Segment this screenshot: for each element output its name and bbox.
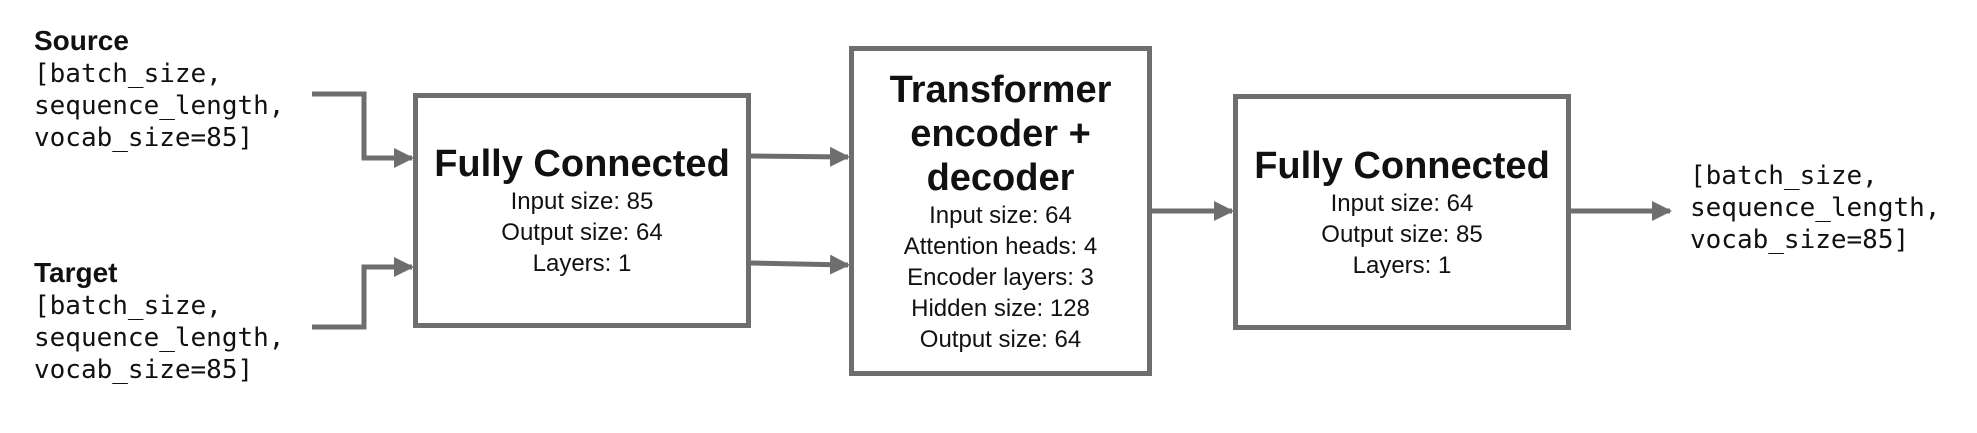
fc-in-param: Output size: 64 [501, 219, 663, 246]
source-shape-line: sequence_length, [34, 91, 285, 121]
transformer-param: Input size: 64 [929, 201, 1072, 229]
source-shape-line: vocab_size=85] [34, 123, 254, 153]
target-shape-line: vocab_size=85] [34, 355, 254, 385]
source-title: Source [34, 25, 129, 56]
fc-out-param: Input size: 64 [1330, 189, 1474, 217]
target-shape-line: sequence_length, [34, 323, 285, 353]
output-shape-line: sequence_length, [1690, 193, 1941, 223]
fc-in-to-transformer-upper-arrow [750, 146, 850, 167]
transformer-title-line: decoder [926, 156, 1075, 199]
output-shape-line: [batch_size, [1690, 161, 1878, 191]
transformer-param: Encoder layers: 3 [907, 263, 1094, 291]
fc-in-title: Fully Connected [434, 143, 730, 185]
output-shape-line: vocab_size=85] [1690, 225, 1910, 255]
fc-in-param: Input size: 85 [510, 188, 654, 215]
fc-out-param: Output size: 85 [1321, 220, 1483, 248]
fc-out-title: Fully Connected [1254, 144, 1550, 187]
fully-connected-input-block: Fully Connected Input size: 85 Output si… [413, 93, 751, 328]
source-input-label: Source [batch_size, sequence_length, voc… [34, 24, 284, 154]
fc-in-param: Layers: 1 [532, 250, 632, 277]
transformer-param: Output size: 64 [919, 325, 1082, 353]
transformer-title-line: encoder + [910, 112, 1091, 155]
fc-in-to-transformer-lower-arrow [750, 254, 850, 275]
target-to-fc-in-arrow [312, 257, 414, 330]
output-shape-label: [batch_size, sequence_length, vocab_size… [1690, 160, 1940, 256]
fully-connected-output-block: Fully Connected Input size: 64 Output si… [1233, 94, 1571, 330]
fc-out-param: Layers: 1 [1352, 251, 1452, 279]
source-shape-line: [batch_size, [34, 59, 222, 89]
transformer-param: Hidden size: 128 [911, 294, 1090, 322]
target-shape-line: [batch_size, [34, 291, 222, 321]
target-input-label: Target [batch_size, sequence_length, voc… [34, 256, 284, 386]
transformer-block: Transformer encoder + decoder Input size… [849, 46, 1152, 376]
transformer-title-line: Transformer [889, 68, 1112, 111]
target-title: Target [34, 257, 118, 288]
transformer-param: Attention heads: 4 [903, 232, 1098, 260]
source-to-fc-in-arrow [312, 91, 414, 168]
